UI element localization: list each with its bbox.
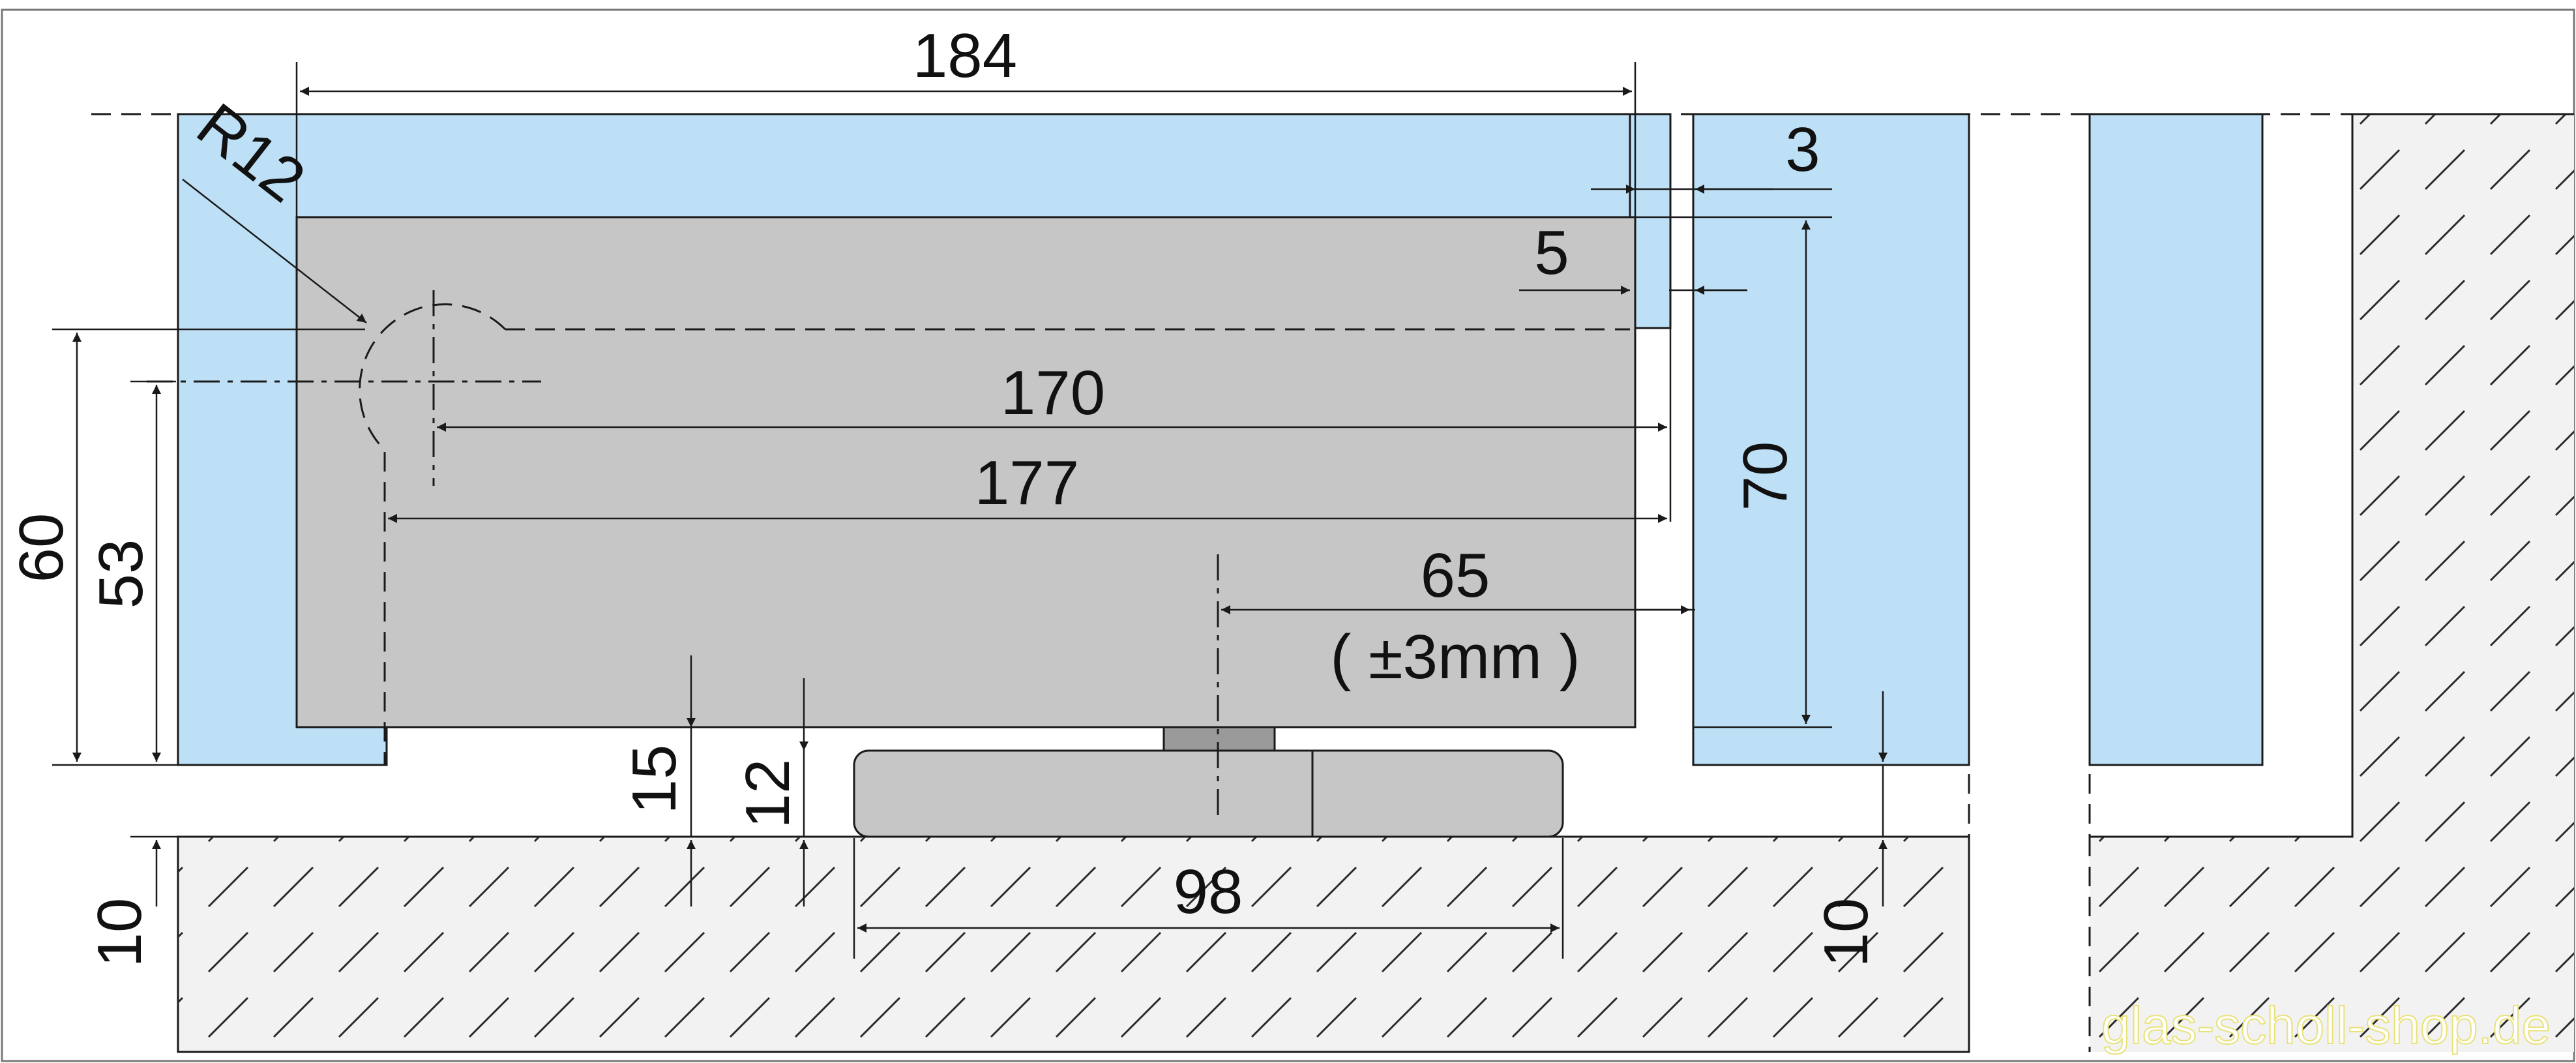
dim-12: 12 [733, 759, 803, 829]
dim-98: 98 [1174, 857, 1243, 927]
floor [177, 835, 2574, 1053]
dim-10-left: 10 [85, 898, 155, 968]
floor-spring-base [853, 749, 1564, 838]
dim-65: 65 [1421, 541, 1490, 610]
glass-edge-strip [1629, 113, 1672, 329]
glass-panel-middle [1692, 113, 1970, 766]
dim-3: 3 [1785, 115, 1820, 185]
dim-15: 15 [619, 745, 689, 815]
dim-10-right: 10 [1811, 898, 1881, 968]
dim-170: 170 [1001, 358, 1105, 428]
dim-70: 70 [1730, 442, 1800, 511]
extension-lines [52, 62, 1832, 959]
pivot-cutout-outline [359, 303, 507, 765]
dimension-lines [72, 87, 1888, 933]
dim-184: 184 [913, 21, 1017, 91]
wall [2352, 114, 2574, 837]
pivot-neck [1162, 726, 1276, 752]
dim-53: 53 [86, 539, 156, 609]
dim-60: 60 [7, 513, 76, 583]
dim-177: 177 [975, 448, 1079, 518]
watermark: glas-scholl-shop.de [2101, 996, 2551, 1055]
glass-panel-right [2088, 113, 2264, 766]
dim-65-tolerance: ( ±3mm ) [1330, 622, 1580, 692]
dim-5: 5 [1534, 218, 1569, 288]
fitting-body [295, 216, 1636, 728]
